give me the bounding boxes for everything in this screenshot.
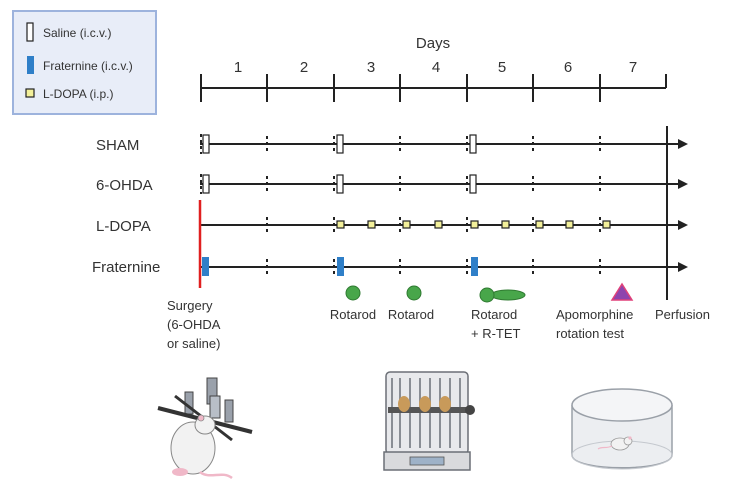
rotarod-rtet-label: Rotarod + R-TET	[471, 307, 521, 341]
row-label-ldopa: L-DOPA	[96, 218, 151, 235]
rotarod-marker-icon	[406, 285, 422, 301]
day-separators	[200, 134, 601, 275]
rotarod-rtet-line-1: Rotarod	[471, 307, 517, 322]
rotarod-2-label: Rotarod	[388, 307, 434, 322]
saline-markers	[202, 134, 477, 194]
ldopa-marker-icon	[501, 220, 510, 229]
apomorphine-line-2: rotation test	[556, 326, 624, 341]
saline-marker-icon	[336, 134, 344, 154]
fraternine-marker-icon	[202, 257, 209, 276]
surgery-label-line-2: (6-OHDA	[167, 317, 221, 332]
saline-marker-icon	[469, 174, 477, 194]
saline-marker-icon	[26, 22, 34, 42]
rotarod-rtet-line-2: + R-TET	[471, 326, 521, 341]
surgery-label-line-1: Surgery	[167, 298, 213, 313]
fraternine-marker-icon	[471, 257, 478, 276]
apomorphine-label: Apomorphine rotation test	[556, 307, 637, 341]
legend-ldopa-label: L-DOPA (i.p.)	[43, 87, 113, 101]
day-label-6: 6	[564, 59, 572, 76]
row-label-fraternine: Fraternine	[92, 259, 160, 276]
day-label-7: 7	[629, 59, 637, 76]
day-label-1: 1	[234, 59, 242, 76]
days-axis: Days 1 2 3 4 5 6 7	[200, 35, 667, 102]
ldopa-markers	[336, 220, 611, 229]
event-markers	[345, 282, 634, 303]
saline-marker-icon	[202, 174, 210, 194]
row-label-6ohda: 6-OHDA	[96, 177, 153, 194]
ldopa-marker-icon	[434, 220, 443, 229]
fraternine-marker-icon	[337, 257, 344, 276]
stereotaxic-rat-icon	[157, 377, 253, 480]
day-label-2: 2	[300, 59, 308, 76]
perfusion-label: Perfusion	[655, 307, 710, 322]
group-rows: SHAM 6-OHDA L-DOPA Fraternine	[92, 126, 688, 300]
surgery-label-line-3: or saline)	[167, 336, 220, 351]
event-labels: Surgery (6-OHDA or saline) Rotarod Rotar…	[167, 298, 710, 351]
day-label-4: 4	[432, 59, 440, 76]
rotation-bowl-icon	[571, 388, 673, 470]
ldopa-marker-icon	[602, 220, 611, 229]
ldopa-marker-icon	[336, 220, 345, 229]
saline-marker-icon	[202, 134, 210, 154]
legend-saline-label: Saline (i.c.v.)	[43, 26, 111, 40]
days-title: Days	[416, 35, 450, 52]
legend-fraternine-label: Fraternine (i.c.v.)	[43, 59, 133, 73]
rotarod-1-label: Rotarod	[330, 307, 376, 322]
ldopa-marker-icon	[402, 220, 411, 229]
ldopa-marker-icon	[367, 220, 376, 229]
rotarod-apparatus-icon	[383, 371, 475, 471]
saline-marker-icon	[469, 134, 477, 154]
day-label-5: 5	[498, 59, 506, 76]
fraternine-marker-icon	[27, 56, 34, 74]
apomorphine-marker-icon	[610, 282, 634, 301]
legend: Saline (i.c.v.) Fraternine (i.c.v.) L-DO…	[12, 10, 157, 115]
saline-marker-icon	[336, 174, 344, 194]
rotarod-rtet-marker-icon	[479, 287, 526, 303]
fraternine-markers	[202, 257, 478, 276]
rotarod-marker-icon	[345, 285, 361, 301]
row-label-sham: SHAM	[96, 137, 139, 154]
ldopa-marker-icon	[25, 88, 35, 98]
apomorphine-line-1: Apomorphine	[556, 307, 633, 322]
ldopa-marker-icon	[470, 220, 479, 229]
day-label-3: 3	[367, 59, 375, 76]
ldopa-marker-icon	[565, 220, 574, 229]
ldopa-marker-icon	[535, 220, 544, 229]
surgery-label: Surgery (6-OHDA or saline)	[167, 298, 223, 351]
